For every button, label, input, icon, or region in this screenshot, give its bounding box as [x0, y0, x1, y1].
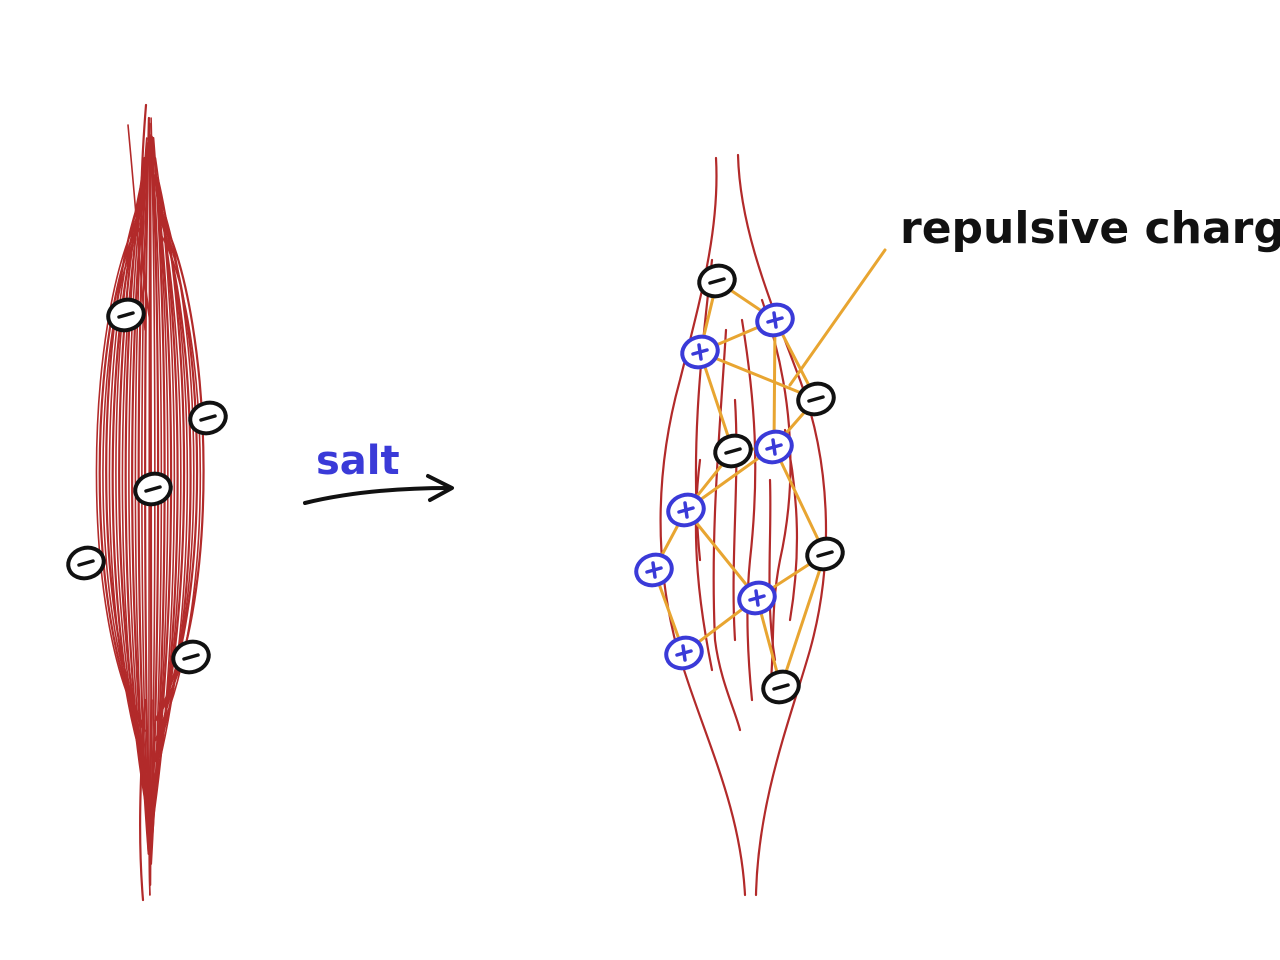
repulsion-link	[774, 320, 775, 447]
repulsive-charges-label: repulsive charges	[900, 203, 1280, 254]
repulsion-link	[781, 554, 825, 687]
right-positive-charge	[662, 633, 706, 673]
right-fiber	[769, 480, 775, 660]
salt-label: salt	[316, 438, 400, 484]
right-fiber	[742, 320, 755, 700]
right-fiber	[661, 158, 745, 895]
right-fiber	[714, 330, 740, 730]
right-negative-charge	[803, 534, 847, 574]
right-positive-charge	[678, 332, 722, 372]
right-charge-group	[632, 261, 847, 707]
right-negative-charge	[759, 667, 803, 707]
left-charge-group	[64, 295, 230, 677]
repulsion-links	[654, 281, 825, 687]
repulsion-link	[774, 447, 825, 554]
repulsive-pointer-line	[790, 250, 885, 385]
right-positive-charge	[753, 300, 797, 340]
right-positive-charge	[735, 578, 779, 618]
right-positive-charge	[664, 490, 708, 530]
right-positive-charge	[632, 550, 676, 590]
